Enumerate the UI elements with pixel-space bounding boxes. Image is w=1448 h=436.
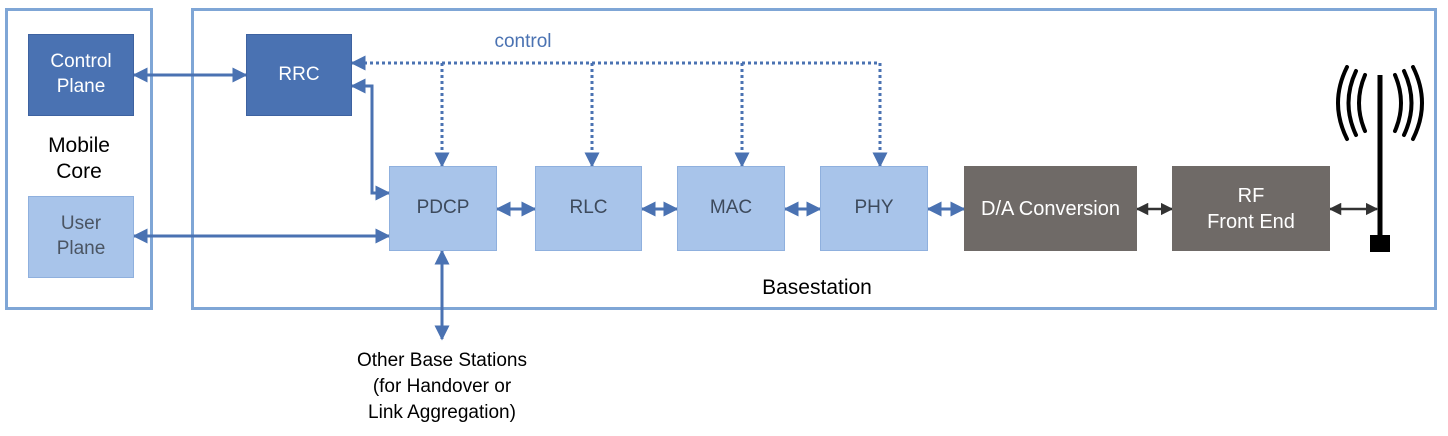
rlc-box: RLC (535, 166, 642, 251)
basestation-label: Basestation (762, 276, 872, 299)
control-bus (350, 55, 888, 168)
rrc-box: RRC (246, 34, 352, 116)
rf-front-end-box: RF Front End (1172, 166, 1330, 251)
control-label: control (494, 31, 552, 52)
rrc-pdcp-arrow (350, 78, 391, 201)
antenna-icon (1336, 65, 1424, 252)
user-plane-box: User Plane (28, 196, 134, 278)
basestation-container (191, 8, 1437, 310)
control-plane-box: Control Plane (28, 34, 134, 116)
mac-box: MAC (677, 166, 785, 251)
mobile-core-label: Mobile Core (48, 134, 110, 184)
da-conversion-box: D/A Conversion (964, 166, 1137, 251)
other-base-stations-label: Other Base Stations (for Handover or Lin… (356, 350, 528, 424)
phy-box: PHY (820, 166, 928, 251)
mobile-core-container (5, 8, 153, 310)
pdcp-box: PDCP (389, 166, 497, 251)
